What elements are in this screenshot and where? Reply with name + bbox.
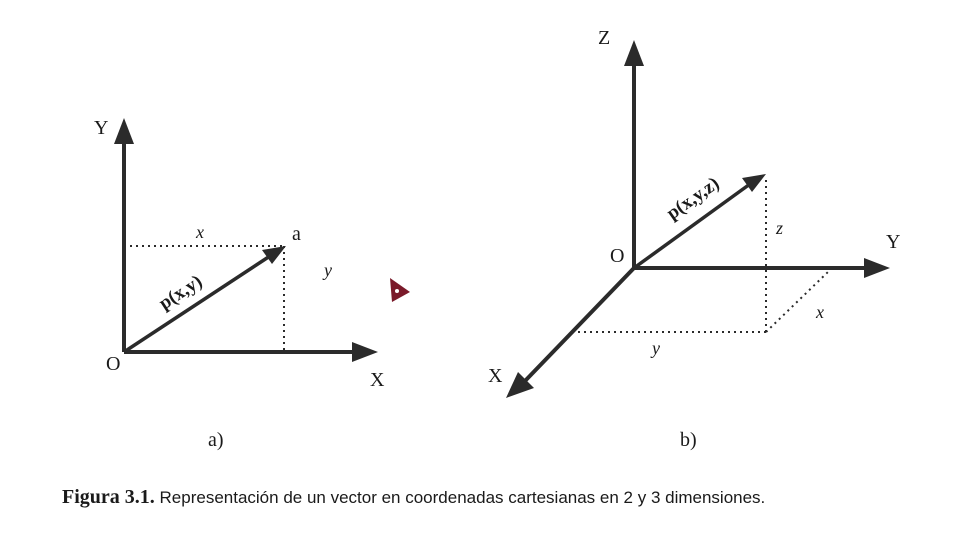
proj-x-label-2d: x <box>195 222 204 242</box>
vector-label-3d: p(x,y,z) <box>663 173 723 224</box>
y-axis-label-2d: Y <box>94 117 108 139</box>
vector-2d <box>123 254 271 354</box>
vector-arrowhead-3d <box>742 174 766 192</box>
vector-3d <box>632 182 752 270</box>
y-axis-arrowhead-3d <box>864 258 890 278</box>
z-axis-arrowhead-3d <box>624 40 644 66</box>
figure-caption: Figura 3.1. Representación de un vector … <box>62 486 765 509</box>
vector-label-2d: p(x,y) <box>155 271 206 314</box>
proj-y-label-3d: y <box>650 338 660 358</box>
proj-z-label-3d: z <box>775 218 783 238</box>
sublabel-a: a) <box>208 429 224 451</box>
proj-y-label-2d: y <box>322 260 332 280</box>
caption-text: Representación de un vector en coordenad… <box>159 488 766 507</box>
vector-arrowhead-2d <box>262 246 286 264</box>
figure-3d: Z Y X O z x y p(x,y,z) b) <box>488 27 900 451</box>
pointer-marker-dot <box>395 289 399 293</box>
origin-label-3d: O <box>610 245 624 267</box>
pointer-marker <box>390 278 410 302</box>
x-axis-label-3d: X <box>488 365 503 387</box>
sublabel-b: b) <box>680 429 697 451</box>
projection-x-3d <box>765 269 831 333</box>
x-axis-arrowhead-2d <box>352 342 378 362</box>
figure-2d: Y X O a x y p(x,y) a) <box>94 117 385 451</box>
z-axis-label-3d: Z <box>598 27 610 49</box>
y-axis-label-3d: Y <box>886 231 900 253</box>
proj-x-label-3d: x <box>815 302 824 322</box>
point-label-2d: a <box>292 223 301 245</box>
x-axis-label-2d: X <box>370 369 385 391</box>
x-axis-3d <box>522 266 636 384</box>
caption-label: Figura 3.1. <box>62 486 155 508</box>
origin-label-2d: O <box>106 353 120 375</box>
x-axis-arrowhead-3d <box>506 372 534 398</box>
figure-canvas: Y X O a x y p(x,y) a) Z Y X O z x y p(x,… <box>94 27 900 451</box>
y-axis-arrowhead-2d <box>114 118 134 144</box>
